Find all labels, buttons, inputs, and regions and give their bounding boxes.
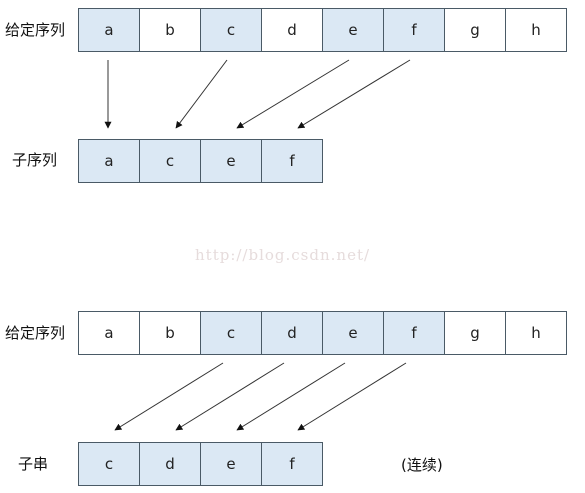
substring-cell-d: d [139,442,201,486]
given-sequence-2-cell-c: c [200,311,262,355]
contiguous-note: (连续) [401,456,443,474]
subsequence-cell-e: e [200,139,262,183]
substring-cell-c: c [78,442,140,486]
substring-arrow-4-to-2 [236,362,346,431]
subsequence-label: 子序列 [12,151,58,169]
given-sequence-1-cell-f: f [383,8,445,52]
subsequence-arrow-2-to-1 [175,59,228,129]
subsequence-cell-c: c [139,139,201,183]
given-sequence-1-cell-c: c [200,8,262,52]
substring-cell-f: f [261,442,323,486]
substring-arrow-3-to-1 [175,362,285,431]
given-sequence-1-cell-d: d [261,8,323,52]
substring-cell-e: e [200,442,262,486]
given-sequence-1-cell-h: h [505,8,567,52]
given-sequence-2-cell-f: f [383,311,445,355]
given-sequence-1-cell-e: e [322,8,384,52]
subsequence-cell-f: f [261,139,323,183]
given-sequence-2-cell-e: e [322,311,384,355]
given-sequence-1-cell-g: g [444,8,506,52]
given-sequence-2-cell-a: a [78,311,140,355]
given-sequence-label-2: 给定序列 [5,324,66,342]
substring-arrow-2-to-0 [114,362,224,431]
watermark-text: http://blog.csdn.net/ [195,246,371,264]
substring-label: 子串 [18,455,49,473]
subsequence-arrow-4-to-2 [236,59,350,129]
given-sequence-2-cell-h: h [505,311,567,355]
subsequence-cell-a: a [78,139,140,183]
given-sequence-2-cell-d: d [261,311,323,355]
given-sequence-2-cell-b: b [139,311,201,355]
given-sequence-label-1: 给定序列 [5,21,66,39]
given-sequence-2-cell-g: g [444,311,506,355]
subsequence-arrow-5-to-3 [297,59,411,129]
substring-arrow-5-to-3 [297,362,407,431]
